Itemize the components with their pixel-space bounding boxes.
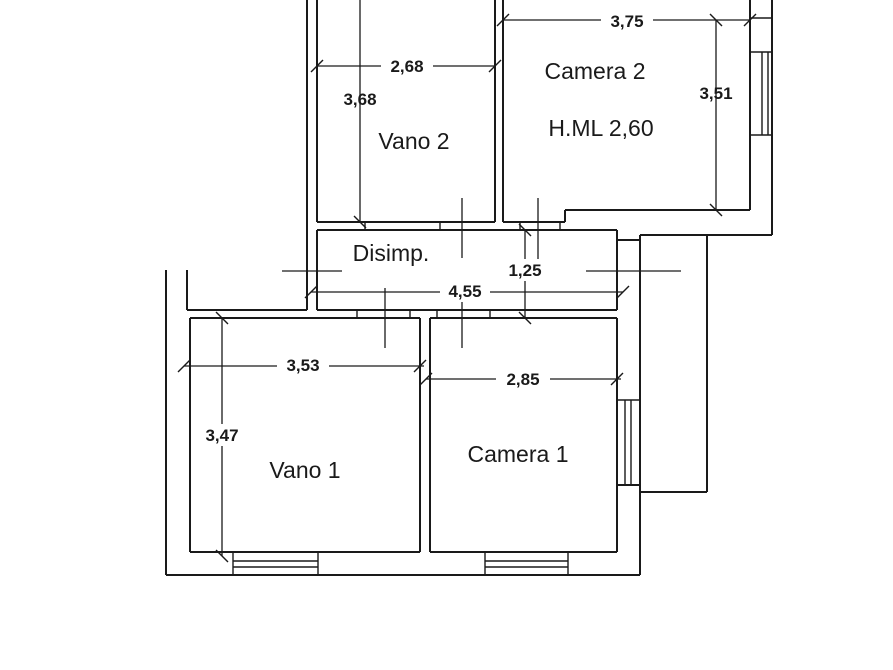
room-camera2-height: H.ML 2,60 — [548, 115, 653, 141]
dim-camera2-width: 3,75 — [610, 12, 643, 31]
room-vano1-name: Vano 1 — [269, 457, 340, 483]
dim-disimp-width: 1,25 — [508, 261, 541, 280]
dimension-lines — [177, 0, 757, 563]
dim-vano2-depth: 3,68 — [343, 90, 376, 109]
dim-vano1-depth: 3,47 — [205, 426, 238, 445]
dim-vano2-width: 2,68 — [390, 57, 423, 76]
room-vano2-name: Vano 2 — [378, 128, 449, 154]
dim-disimp-length: 4,55 — [448, 282, 481, 301]
room-camera1-name: Camera 1 — [468, 441, 569, 467]
dim-camera2-depth: 3,51 — [699, 84, 732, 103]
room-disimp-name: Disimp. — [353, 240, 430, 266]
walls — [165, 0, 773, 576]
dimension-labels: 3,75 2,68 3,68 3,51 1,25 4,55 3,53 2,85 … — [198, 10, 733, 446]
room-camera2-name: Camera 2 — [545, 58, 646, 84]
dim-camera1-width: 2,85 — [506, 370, 539, 389]
dim-vano1-width: 3,53 — [286, 356, 319, 375]
room-labels: Camera 2 H.ML 2,60 Vano 2 Disimp. Vano 1… — [269, 58, 653, 483]
